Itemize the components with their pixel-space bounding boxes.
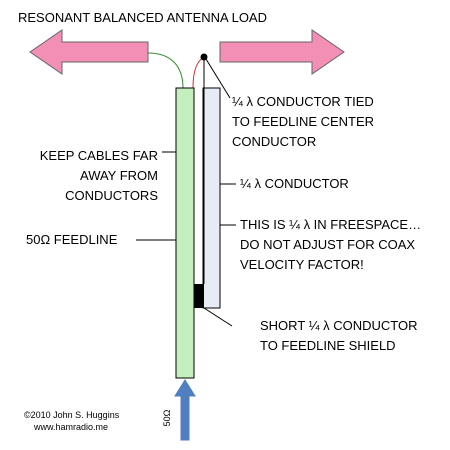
keep-label-line1: KEEP CABLES FAR (40, 148, 158, 163)
keep-label-line3: CONDUCTORS (65, 188, 158, 203)
keep-label-line2: AWAY FROM (80, 168, 158, 183)
input-arrow (174, 379, 196, 441)
diagram-title: RESONANT BALANCED ANTENNA LOAD (18, 10, 267, 25)
tied-label-line1: ¼ λ CONDUCTOR TIED (232, 94, 374, 109)
feedline-coax (175, 87, 195, 379)
freespace-label-line2: DO NOT ADJUST FOR COAX (240, 237, 415, 252)
center-wire (192, 56, 205, 89)
short-leader (203, 307, 233, 327)
feedline-label: 50Ω FEEDLINE (26, 232, 118, 247)
quarter-conductor-label: ¼ λ CONDUCTOR (240, 176, 349, 191)
tied-leader (205, 58, 231, 99)
shorting-block (194, 284, 204, 308)
input-impedance-label: 50Ω (162, 409, 172, 426)
short-label-line1: SHORT ¼ λ CONDUCTOR (260, 318, 417, 333)
junction-dot (200, 53, 208, 61)
short-label-line2: TO FEEDLINE SHIELD (260, 338, 396, 353)
credit-line2: www.hamradio.me (33, 422, 108, 432)
tied-label-line2: TO FEEDLINE CENTER (232, 114, 374, 129)
right-radiation-arrow (219, 29, 345, 75)
left-radiation-arrow (29, 29, 149, 75)
quarter-wave-conductor (202, 87, 221, 309)
tied-label-line3: CONDUCTOR (232, 134, 316, 149)
freespace-label-line1: THIS IS ¼ λ IN FREESPACE… (240, 217, 421, 232)
shield-wire (147, 52, 184, 89)
freespace-label-line3: VELOCITY FACTOR! (240, 257, 364, 272)
credit-line1: ©2010 John S. Huggins (24, 410, 120, 420)
